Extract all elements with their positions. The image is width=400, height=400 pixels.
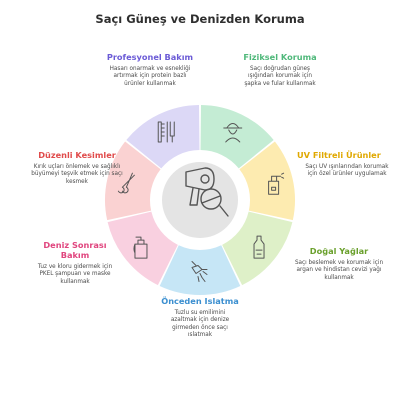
- diagram-title: Saçı Güneş ve Denizden Koruma: [95, 12, 305, 26]
- desc-fiziksel-koruma: Saçı doğrudan güneş ışığından korumak iç…: [244, 66, 316, 87]
- hat-person-icon: [223, 122, 243, 143]
- heading-profesyonel-bakim: Profesyonel Bakım: [106, 52, 194, 62]
- segment-islatma: [159, 245, 241, 295]
- heading-dogal-yaglar: Doğal Yağlar: [309, 246, 369, 256]
- segment-fiziksel: [200, 105, 274, 169]
- heading-duzenli-kesimler: Düzenli Kesimler: [38, 150, 116, 160]
- segment-kesim: [105, 141, 161, 221]
- desc-onceden-islatma: Tuzlu su emilimini azaltmak için denize …: [170, 310, 230, 339]
- desc-dogal-yaglar: Saçı beslemek ve korumak için argan ve h…: [294, 260, 384, 281]
- oil-bottle-icon: [253, 235, 265, 259]
- desc-profesyonel-bakim: Hasarı onarmak ve esnekliği artırmak içi…: [109, 66, 191, 87]
- heading-onceden-islatma: Önceden Islatma: [161, 296, 239, 306]
- ring: [105, 105, 295, 295]
- desc-duzenli-kesimler: Kırık uçları önlemek ve sağlıklı büyümey…: [31, 164, 123, 185]
- shower-icon: [191, 261, 208, 282]
- heading-fiziksel-koruma: Fiziksel Koruma: [243, 52, 317, 62]
- segment-uv: [239, 141, 295, 221]
- label-dogal-yaglar: Doğal Yağlar Saçı beslemek ve korumak iç…: [285, 246, 393, 282]
- label-duzenli-kesimler: Düzenli Kesimler Kırık uçları önlemek ve…: [22, 150, 132, 186]
- heading-deniz-sonrasi: Deniz Sonrası Bakım: [43, 240, 107, 260]
- label-uv-filtreli: UV Filtreli Ürünler Saçı UV ışınlarından…: [297, 150, 397, 179]
- label-fiziksel-koruma: Fiziksel Koruma Saçı doğrudan güneş ışığ…: [218, 52, 342, 88]
- label-onceden-islatma: Önceden Islatma Tuzlu su emilimini azalt…: [138, 296, 262, 340]
- spray-bottle-icon: [268, 172, 285, 195]
- comb-brush-icon: [157, 121, 175, 143]
- segment-deniz: [107, 211, 178, 286]
- scissors-icon: [117, 172, 135, 194]
- center-circle: [162, 162, 238, 238]
- label-profesyonel-bakim: Profesyonel Bakım Hasarı onarmak ve esne…: [88, 52, 212, 88]
- hair-dryer-brush-icon: [185, 167, 229, 217]
- segment-yaglar: [222, 211, 293, 286]
- shampoo-bottle-icon: [133, 236, 148, 259]
- heading-uv-filtreli: UV Filtreli Ürünler: [297, 150, 381, 160]
- segment-profesyonel: [126, 105, 200, 169]
- desc-uv-filtreli: Saçı UV ışınlarından korumak için özel ü…: [305, 164, 389, 178]
- desc-deniz-sonrasi: Tuz ve kloru gidermek için PKEL şampuan …: [37, 264, 113, 285]
- label-deniz-sonrasi: Deniz Sonrası Bakım Tuz ve kloru giderme…: [20, 240, 130, 286]
